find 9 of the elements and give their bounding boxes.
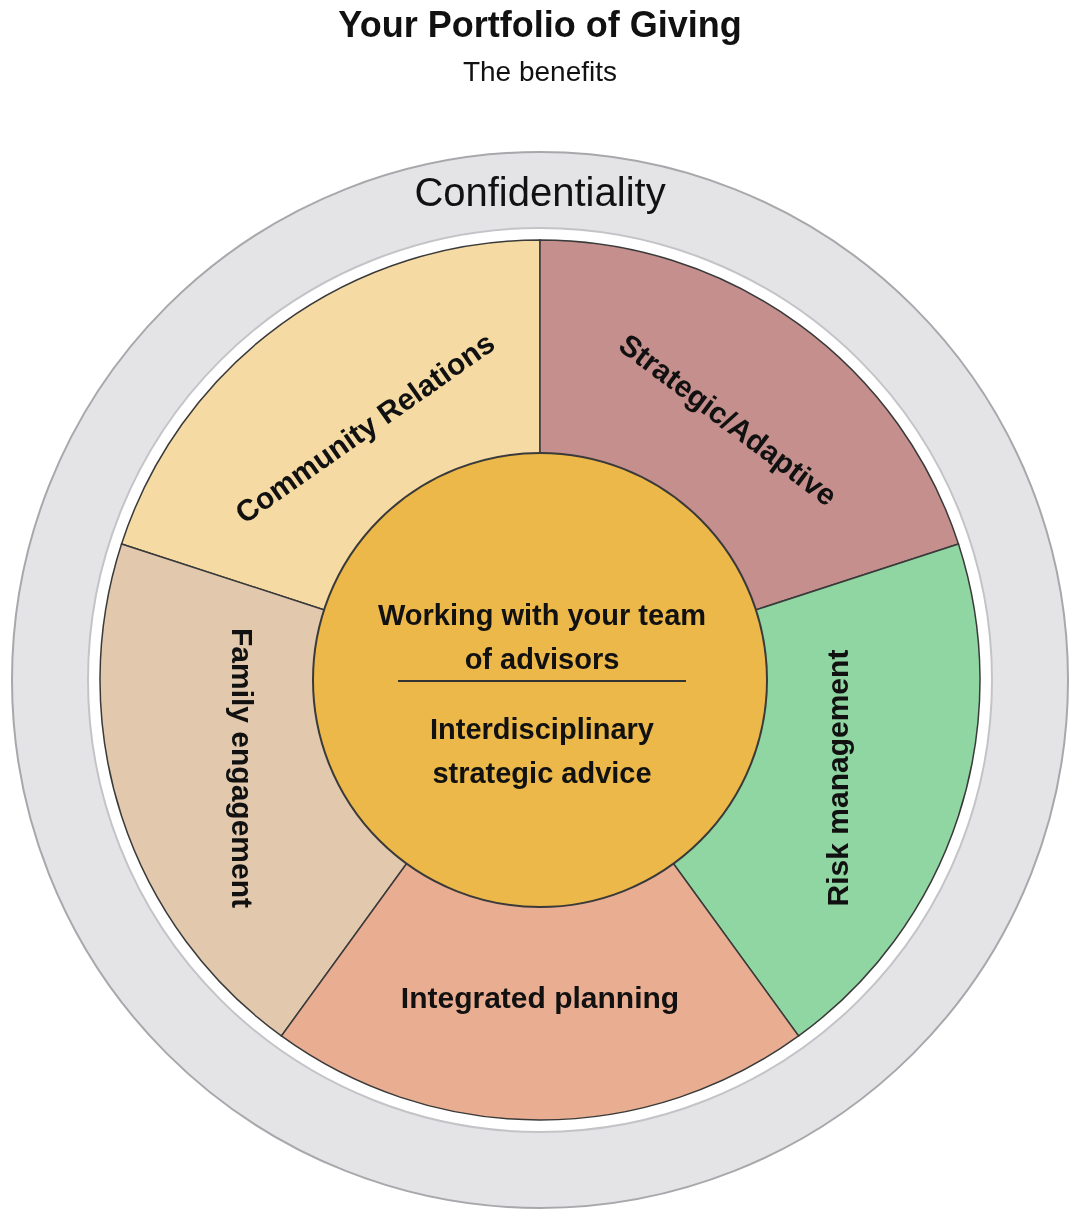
segment-label: Risk management xyxy=(821,649,855,907)
segment-label: Integrated planning xyxy=(400,981,680,1015)
outer-ring xyxy=(10,150,1070,1210)
center-text: Working with your team of advisors xyxy=(376,598,708,677)
segment-label: Family engagement xyxy=(225,627,259,909)
ring-label: Confidentiality xyxy=(414,169,666,215)
title: Your Portfolio of Giving xyxy=(337,4,743,46)
subtitle: The benefits xyxy=(461,56,619,88)
center-text: Interdisciplinary strategic advice xyxy=(429,712,655,791)
